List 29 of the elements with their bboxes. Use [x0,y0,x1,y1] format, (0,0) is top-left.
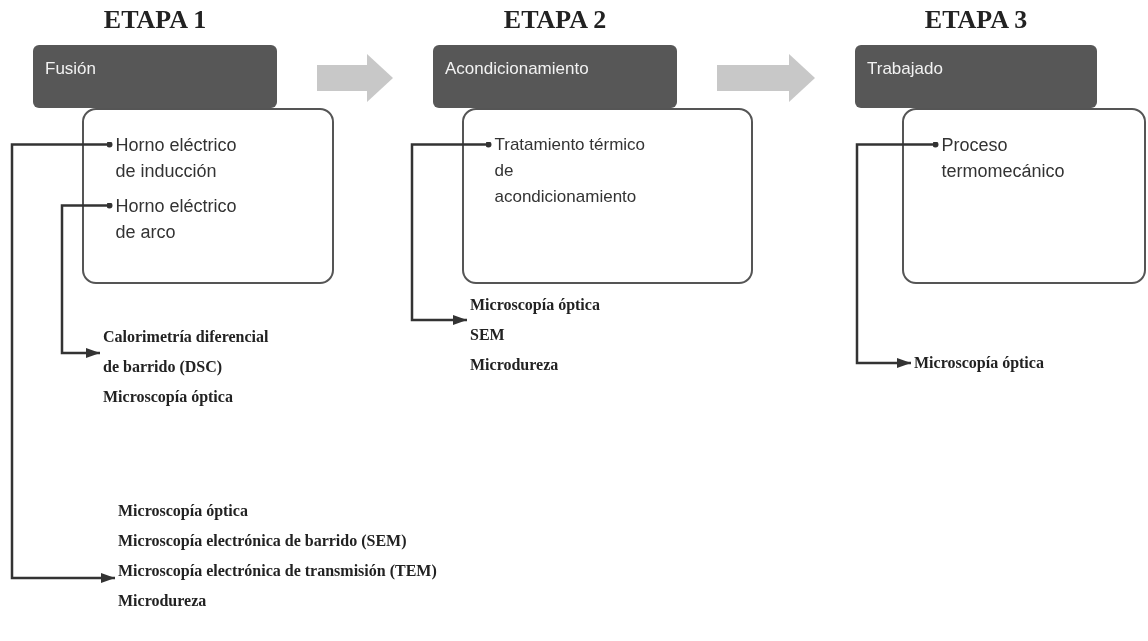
technique-text: Microscopía electrónica de barrido (SEM) [118,531,407,552]
technique-text: Microdureza [470,355,559,375]
content-box [462,108,753,284]
arrow [410,141,492,325]
arrow [10,141,115,583]
technique-text: Calorimetría diferencial de barrido (DSC) [103,327,270,378]
arrow [60,202,113,358]
arrow [855,141,939,368]
stage-label: Fusión [45,59,97,79]
block-arrow [717,54,815,102]
technique-text: SEM [470,325,505,345]
technique-text: Microscopía electrónica de transmisión (TEM) [118,561,437,582]
content-box [82,108,334,284]
process-item: Horno eléctrico de arco [115,194,238,244]
technique-text: Microscopía óptica [914,353,1044,374]
process-item: Proceso termomecánico [941,133,1066,183]
block-arrow [317,54,393,102]
stage-label: Trabajado [867,59,943,79]
stage-heading: ETAPA 3 [923,5,1029,35]
stage-label: Acondicionamiento [445,59,589,79]
stage-heading: ETAPA 1 [102,5,208,35]
process-item: Tratamiento térmico de acondicionamiento [494,133,647,208]
content-box [902,108,1146,284]
technique-text: Microscopía óptica [118,501,248,522]
process-item: Horno eléctrico de inducción [115,133,238,183]
stage-heading: ETAPA 2 [502,5,608,35]
technique-text: Microdureza [118,591,207,611]
technique-text: Microscopía óptica [470,295,600,316]
technique-text: Microscopía óptica [103,387,233,408]
